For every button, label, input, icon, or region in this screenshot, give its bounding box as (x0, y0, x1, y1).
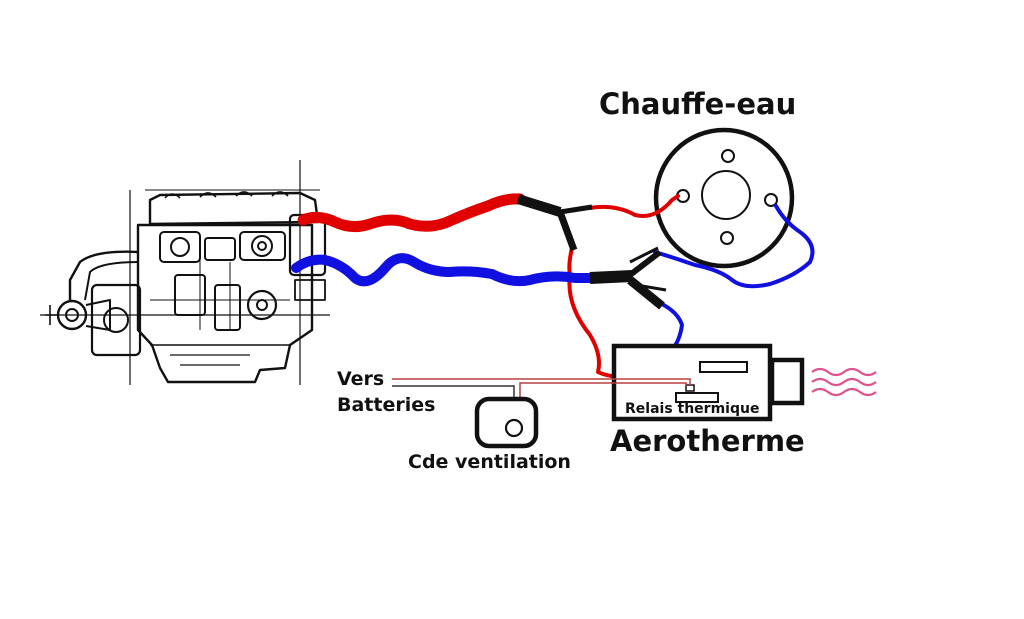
engine-icon (40, 160, 330, 385)
fan-switch-icon[interactable] (474, 396, 539, 449)
hot-hose-to-heater (588, 194, 680, 218)
batteries-label-line2: Batteries (337, 394, 436, 416)
tee-fitting-hot (516, 194, 593, 252)
water-heater-outlet (764, 193, 778, 207)
batteries-label-line1: Vers (337, 368, 385, 390)
cold-hose-main (291, 253, 597, 287)
thermal-relay-body (675, 392, 719, 403)
fan-control-label: Cde ventilation (408, 451, 571, 473)
cold-hose-to-heater (653, 204, 815, 289)
hot-hose-main (297, 193, 526, 233)
water-heater-label: Chauffe-eau (599, 87, 797, 121)
aerotherme-label: Aerotherme (610, 424, 805, 458)
thermal-relay-label: Relais thermique (625, 401, 760, 417)
water-heater (653, 127, 795, 269)
wire-switch-to-relay (519, 382, 687, 398)
wire-switch-common (392, 385, 515, 398)
valve-fitting-cold (589, 246, 667, 310)
heat-waves-icon (811, 367, 877, 397)
wire-battery-to-relay (392, 378, 691, 386)
